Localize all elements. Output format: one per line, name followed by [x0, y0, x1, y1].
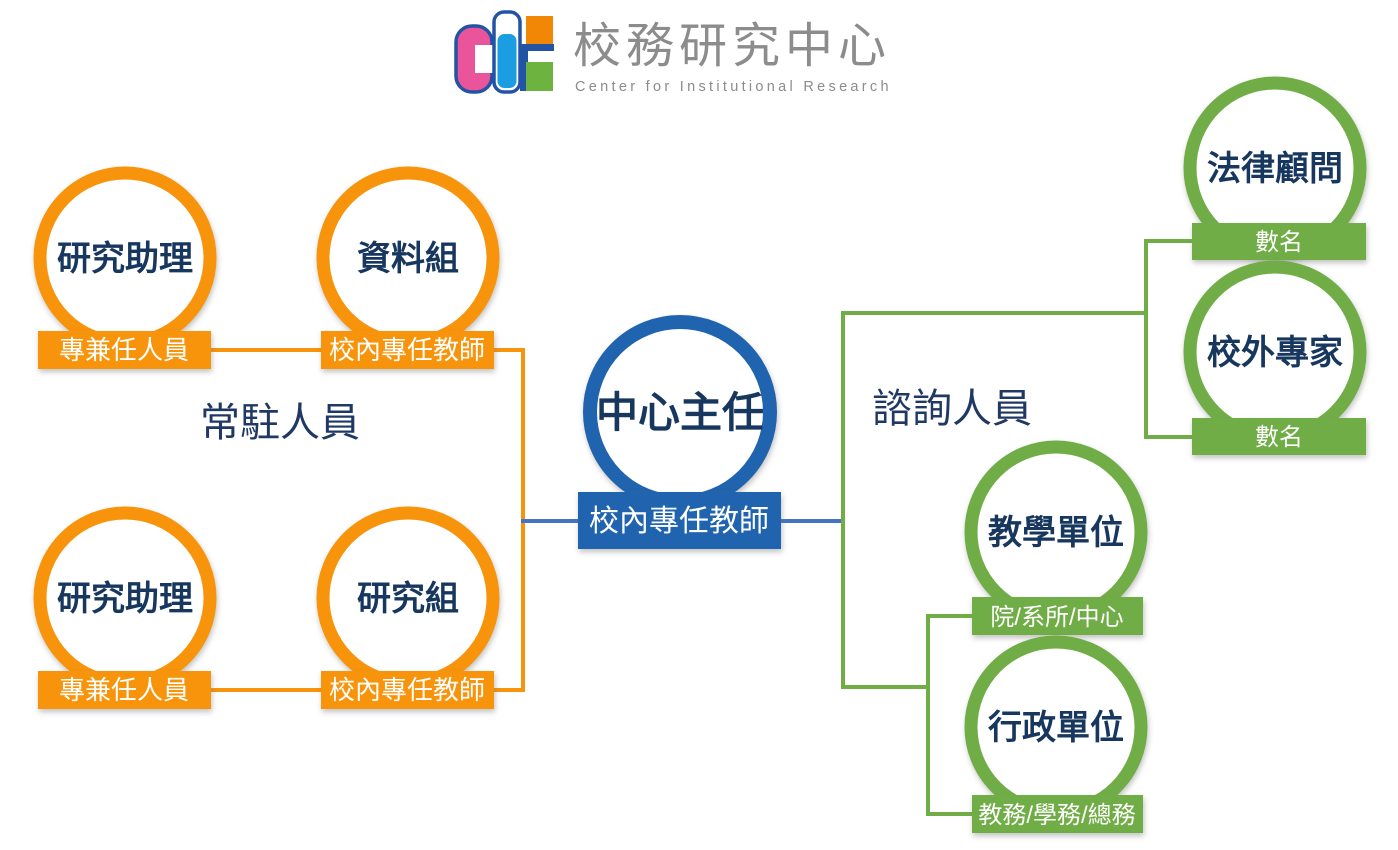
external-expert-banner-label: 數名 [1255, 424, 1303, 451]
logo-s-orange-block [526, 16, 553, 44]
research-assistant-bottom-banner-label: 專兼任人員 [59, 675, 189, 705]
data-team-banner-label: 校內專任教師 [329, 335, 485, 365]
data-team-label: 資料組 [357, 240, 459, 278]
research-team-banner [321, 671, 494, 709]
center-director-label: 中心主任 [596, 389, 764, 436]
external-expert-banner [1192, 418, 1366, 455]
admin-unit-banner [972, 795, 1143, 833]
teaching-unit-banner [972, 597, 1143, 635]
legal-advisor-label: 法律顧問 [1207, 150, 1343, 188]
teaching-unit-banner-label: 院/系所/中心 [990, 604, 1123, 631]
external-expert-label: 校外專家 [1207, 334, 1343, 372]
research-team-banner-label: 校內專任教師 [329, 675, 485, 705]
logo-s-green-block [526, 62, 553, 91]
center-director-banner-label: 校內專任教師 [589, 505, 769, 538]
node-research-assistant-top: 研究助理 專兼任人員 [33, 166, 217, 369]
research-assistant-bottom-banner [38, 671, 211, 709]
logo-title: 校務研究中心 [573, 20, 891, 73]
node-data-team: 資料組 校內專任教師 [316, 166, 500, 369]
research-team-label: 研究組 [357, 580, 459, 618]
node-teaching-unit: 教學單位 院/系所/中心 [964, 440, 1148, 635]
logo-s-stroke-vertical [520, 44, 528, 91]
cir-logo-icon [454, 10, 554, 94]
connectors [209, 239, 1194, 816]
group-label-consulting-staff: 諮詢人員 [872, 387, 1032, 431]
research-assistant-top-banner [38, 331, 211, 369]
node-external-expert: 校外專家 數名 [1183, 260, 1367, 455]
research-assistant-bottom-label: 研究助理 [57, 580, 193, 618]
node-center-director: 中心主任 校內專任教師 [578, 315, 781, 549]
center-director-banner [578, 492, 781, 549]
logo-c-notch [475, 45, 497, 73]
admin-unit-label: 行政單位 [988, 709, 1124, 747]
admin-unit-banner-label: 教務/學務/總務 [978, 802, 1135, 829]
cir-logo: 校務研究中心 Center for Institutional Research [454, 10, 892, 95]
data-team-banner [321, 331, 494, 369]
logo-subtitle: Center for Institutional Research [575, 79, 892, 95]
legal-advisor-banner-label: 數名 [1255, 229, 1303, 256]
research-assistant-top-banner-label: 專兼任人員 [59, 335, 189, 365]
node-research-assistant-bottom: 研究助理 專兼任人員 [33, 506, 217, 709]
group-label-resident-staff: 常駐人員 [200, 401, 360, 445]
legal-advisor-banner [1192, 223, 1366, 260]
node-admin-unit: 行政單位 教務/學務/總務 [964, 635, 1148, 833]
node-research-team: 研究組 校內專任教師 [316, 506, 500, 709]
research-assistant-top-label: 研究助理 [57, 240, 193, 278]
logo-s-stroke-horizontal [520, 44, 554, 51]
teaching-unit-label: 教學單位 [988, 514, 1124, 552]
logo-i-liquid [497, 34, 517, 88]
node-legal-advisor: 法律顧問 數名 [1183, 76, 1367, 260]
